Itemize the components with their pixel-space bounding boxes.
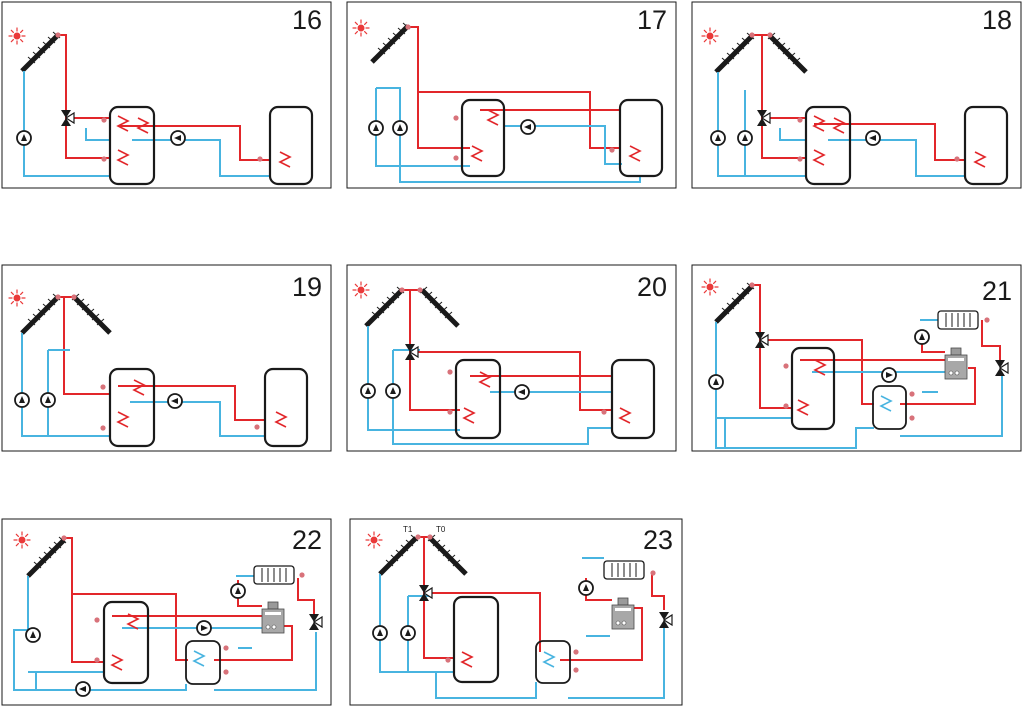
sun-icon (365, 531, 383, 549)
pump-icon (196, 620, 212, 636)
storage-tank (790, 346, 836, 431)
collector-label-t0: T0 (436, 525, 446, 534)
pump-icon (737, 130, 753, 146)
storage-tank (452, 595, 500, 684)
pump-icon (230, 583, 246, 599)
panel-18: 18 (691, 1, 1022, 189)
panel-21: 21 (691, 264, 1022, 452)
panel-23: 23 T1 T0 (349, 518, 683, 706)
panel-frame (691, 1, 1022, 189)
panel-number: 23 (643, 525, 673, 555)
panel-frame (1, 1, 332, 189)
panel-frame (691, 264, 1022, 452)
temperature-sensor-icon (749, 282, 990, 421)
panel-frame (1, 264, 332, 452)
sun-icon (8, 27, 26, 45)
sun-icon (701, 278, 719, 296)
pump-icon (16, 130, 32, 146)
pump-icon (170, 130, 186, 146)
storage-tank (108, 367, 156, 448)
temperature-sensor-icon (61, 535, 305, 675)
collector-label-t1: T1 (403, 525, 413, 534)
pump-icon (520, 119, 536, 135)
sun-icon (13, 531, 31, 549)
sun-icon (8, 289, 26, 307)
radiator-icon (603, 560, 645, 580)
radiator-icon (253, 565, 295, 585)
panel-number: 17 (637, 5, 667, 35)
temperature-sensor-icon (399, 287, 607, 415)
radiator-icon (937, 310, 979, 330)
pump-icon (392, 120, 408, 136)
heat-exchanger-tank (185, 640, 221, 685)
storage-tank (263, 367, 309, 448)
storage-tank (102, 600, 150, 685)
storage-tank (454, 358, 502, 440)
panel-number: 20 (637, 272, 667, 302)
pump-icon (514, 384, 530, 400)
pump-icon (708, 374, 724, 390)
temperature-sensor-icon (415, 534, 656, 673)
pump-icon (360, 383, 376, 399)
panel-number: 16 (292, 5, 322, 35)
storage-tank (108, 105, 156, 186)
pump-icon (167, 393, 183, 409)
pump-icon (578, 580, 594, 596)
sun-icon (701, 27, 719, 45)
pump-icon (865, 130, 881, 146)
panel-number: 19 (292, 272, 322, 302)
storage-tank (804, 105, 852, 186)
pump-icon (710, 130, 726, 146)
panel-17: 17 (346, 1, 677, 189)
temperature-sensor-icon (405, 24, 615, 161)
panel-number: 21 (982, 276, 1012, 306)
panel-16: 16 (1, 1, 332, 189)
heat-exchanger-tank (535, 640, 571, 684)
storage-tank (610, 358, 656, 440)
panel-frame (346, 1, 677, 189)
temperature-sensor-icon (55, 32, 263, 162)
pump-icon (14, 392, 30, 408)
pump-icon (400, 625, 416, 641)
cold-line (13, 575, 317, 691)
panel-number: 22 (292, 525, 322, 555)
temperature-sensor-icon (749, 32, 960, 162)
panel-number: 18 (982, 5, 1012, 35)
panel-frame (346, 264, 677, 452)
pump-icon (372, 625, 388, 641)
pump-icon (75, 681, 91, 697)
storage-tank (268, 105, 314, 186)
cold-line (715, 319, 1003, 449)
heat-exchanger-tank (872, 385, 907, 430)
panel-22: 22 (1, 518, 332, 706)
pump-icon (368, 120, 384, 136)
hot-line (58, 34, 270, 161)
panel-19: 19 (1, 264, 332, 452)
sun-icon (352, 281, 370, 299)
sun-icon (352, 19, 370, 37)
hot-line (752, 34, 965, 161)
pump-icon (25, 627, 41, 643)
pump-icon (881, 367, 897, 383)
cold-line (367, 326, 612, 445)
cold-line (375, 87, 641, 183)
temperature-sensor-icon (55, 294, 260, 431)
storage-tank (460, 98, 506, 178)
pump-icon (40, 392, 56, 408)
storage-tank (963, 105, 1009, 186)
storage-tank (618, 98, 664, 178)
pump-icon (914, 329, 930, 345)
panel-20: 20 (346, 264, 677, 452)
pump-icon (385, 383, 401, 399)
